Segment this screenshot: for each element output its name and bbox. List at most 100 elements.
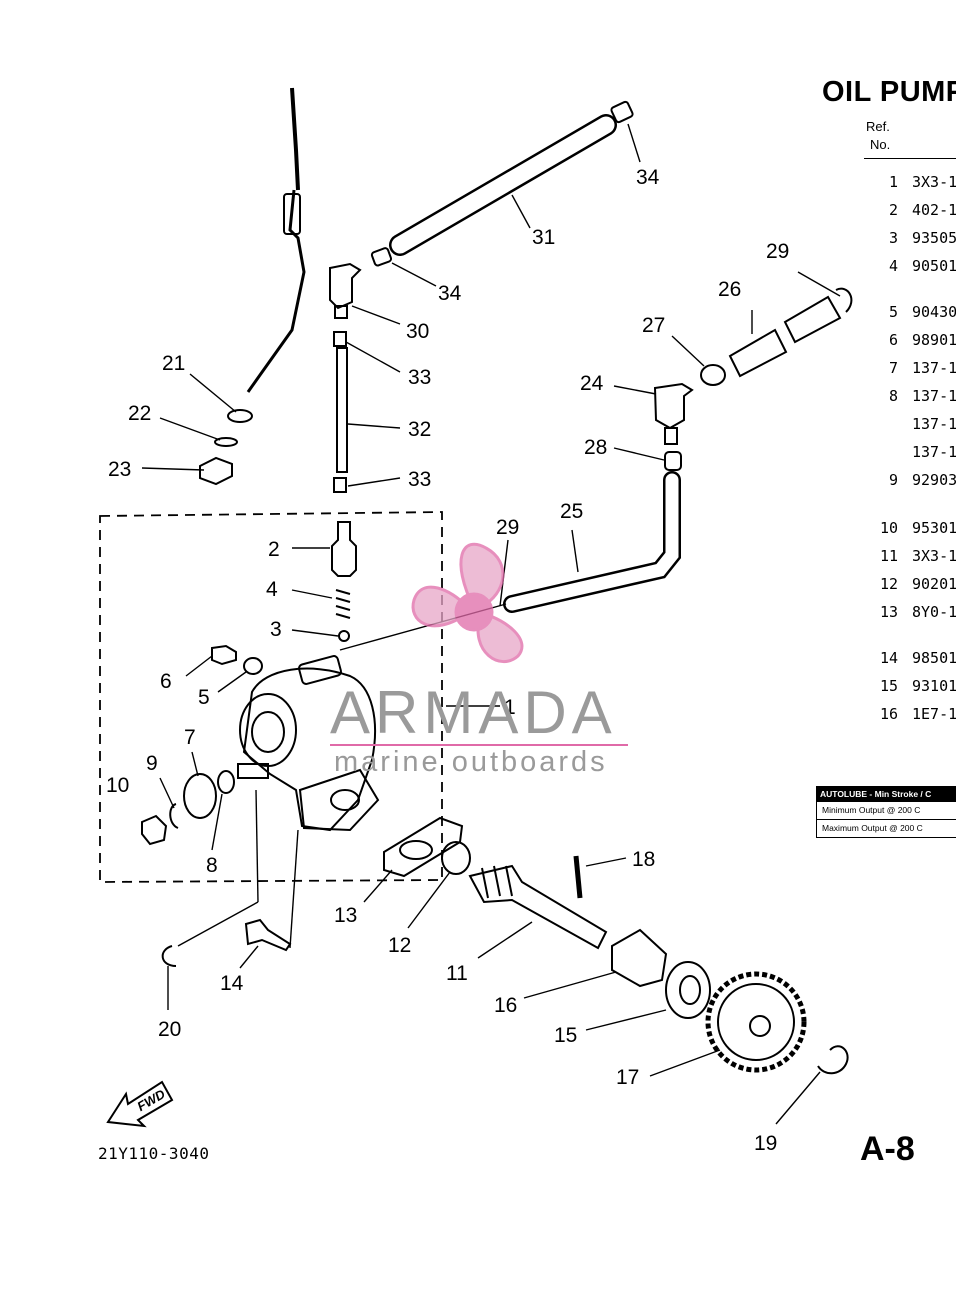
worm-gear <box>481 865 513 899</box>
watermark-line <box>330 744 628 746</box>
callout-10: 10 <box>106 774 129 797</box>
clip-9 <box>169 803 179 829</box>
fitting-24 <box>653 382 694 430</box>
seal-12 <box>441 841 471 875</box>
callout-30: 30 <box>406 320 429 343</box>
part-number: 137-1 <box>912 387 956 405</box>
ref-number: 11 <box>879 547 898 565</box>
callout-33: 33 <box>408 468 431 491</box>
fitting-24-nozzle <box>664 427 678 445</box>
part-number: 90201 <box>912 575 956 593</box>
hose-25-fill <box>505 473 679 611</box>
oil-pump-body <box>242 667 376 832</box>
parts-row: 13 8Y0-1 <box>872 603 956 621</box>
page-label: A-8 <box>860 1130 915 1168</box>
parts-row: 5 90430 <box>872 303 956 321</box>
callout-17: 17 <box>616 1066 639 1089</box>
clip-34-top <box>610 100 634 124</box>
callout-24: 24 <box>580 372 604 395</box>
autolube-max: Maximum Output @ 200 C <box>817 819 956 837</box>
pump-flange <box>298 768 380 832</box>
callout-15: 15 <box>554 1024 577 1047</box>
ref-number: 16 <box>879 705 898 723</box>
circlip-19 <box>817 1045 849 1075</box>
pipe-32 <box>336 347 348 473</box>
part-number: 137-1 <box>912 359 956 377</box>
armada-logo-icon <box>411 542 524 663</box>
callout-29: 29 <box>766 240 789 263</box>
parts-row: 7 137-1 <box>872 359 956 377</box>
callout-6: 6 <box>160 670 172 693</box>
nut-10 <box>141 814 168 846</box>
pin-18 <box>573 855 583 899</box>
callout-7: 7 <box>184 726 196 749</box>
ref-number: 8 <box>888 387 898 405</box>
fwd-arrow-icon: FWD <box>106 1080 174 1128</box>
ball-3 <box>338 630 350 642</box>
ref-number: 3 <box>888 229 898 247</box>
part-number: 8Y0-1 <box>912 603 956 621</box>
nut-23 <box>199 456 233 486</box>
callout-33: 33 <box>408 366 431 389</box>
ref-number: 13 <box>879 603 898 621</box>
pump-outlet <box>297 655 343 685</box>
callout-20: 20 <box>158 1018 181 1041</box>
ref-header: Ref. No. <box>866 118 890 154</box>
part-number: 90501 <box>912 257 956 275</box>
ref-number: 6 <box>888 331 898 349</box>
callout-8: 8 <box>206 854 218 877</box>
part-number: 93101 <box>912 677 956 695</box>
washer-5 <box>243 657 263 675</box>
assembly-boundary <box>99 511 443 883</box>
washer-21 <box>227 409 253 423</box>
bolt-14 <box>244 918 292 952</box>
page-title: OIL PUMP <box>822 76 956 108</box>
ref-number: 9 <box>888 471 898 489</box>
part-number: 93505 <box>912 229 956 247</box>
gear-17-body <box>717 983 795 1061</box>
watermark-brand: ARMADA <box>330 679 617 746</box>
leader-lines <box>141 123 841 1125</box>
gasket-13 <box>383 816 464 878</box>
cable-lower <box>246 189 306 393</box>
gear-17-hub <box>749 1015 771 1037</box>
gasket-13-hole <box>399 840 433 860</box>
ref-number: 2 <box>888 201 898 219</box>
hose-26b <box>783 295 842 344</box>
callout-11: 11 <box>446 962 468 985</box>
callout-14: 14 <box>220 972 244 995</box>
parts-row: 137-1 <box>872 415 956 433</box>
callout-13: 13 <box>334 904 357 927</box>
clip-20 <box>161 945 177 967</box>
part-number: 92903 <box>912 471 956 489</box>
callout-28: 28 <box>584 436 607 459</box>
flange-hole <box>330 789 360 811</box>
callout-16: 16 <box>494 994 517 1017</box>
clip-28 <box>664 451 682 471</box>
callout-labels: 1234567891011121314151617181920212223242… <box>106 166 789 1155</box>
fitting-30 <box>329 262 362 310</box>
hose-31-fill <box>391 116 615 254</box>
bearing-15 <box>665 961 711 1019</box>
part-number: 90430 <box>912 303 956 321</box>
ref-number: 5 <box>888 303 898 321</box>
callout-23: 23 <box>108 458 131 481</box>
callout-34: 34 <box>636 166 660 189</box>
clip-33-bottom <box>333 477 347 493</box>
header-rule <box>864 158 956 159</box>
pump-cover <box>239 693 297 767</box>
part-number: 3X3-1 <box>912 173 956 191</box>
diagram-code: 21Y110-3040 <box>98 1144 210 1163</box>
callout-12: 12 <box>388 934 411 957</box>
ref-number: 7 <box>888 359 898 377</box>
callout-21: 21 <box>162 352 185 375</box>
